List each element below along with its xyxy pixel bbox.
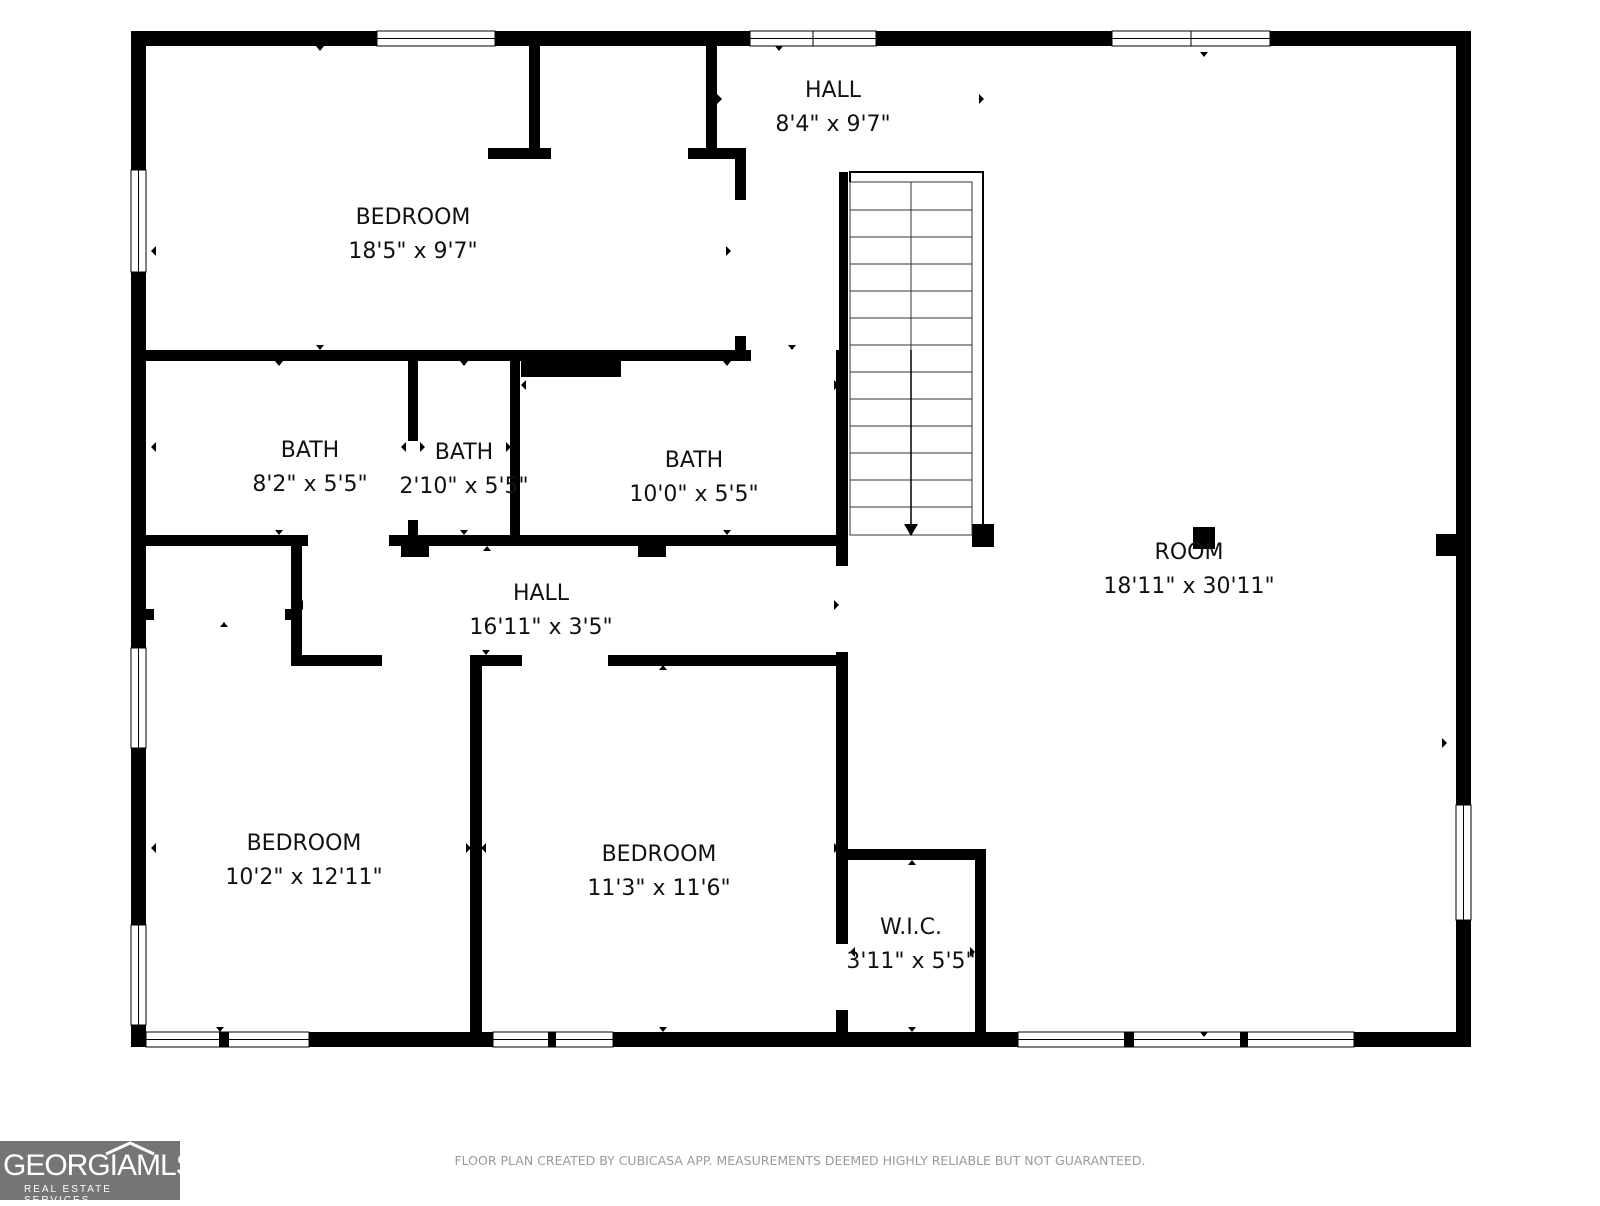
room-name: HALL bbox=[805, 78, 862, 103]
room-dimensions: 3'11" x 5'5" bbox=[846, 949, 975, 974]
footer-disclaimer: FLOOR PLAN CREATED BY CUBICASA APP. MEAS… bbox=[454, 1153, 1146, 1168]
column bbox=[972, 524, 994, 547]
column bbox=[1436, 534, 1458, 556]
wall bbox=[836, 1010, 848, 1032]
wall bbox=[408, 361, 418, 441]
room-labels: HALL 8'4" x 9'7" BEDROOM 18'5" x 9'7" BA… bbox=[225, 78, 1274, 974]
wall bbox=[401, 535, 429, 557]
wall bbox=[488, 148, 551, 159]
column bbox=[1193, 527, 1215, 549]
stair-rail bbox=[839, 172, 848, 352]
wall bbox=[735, 148, 746, 200]
room-name: BEDROOM bbox=[247, 831, 362, 856]
door-markers bbox=[151, 46, 1447, 1037]
wall bbox=[285, 609, 293, 620]
wall bbox=[521, 350, 621, 377]
room-name: BATH bbox=[665, 448, 723, 473]
room-name: BEDROOM bbox=[602, 842, 717, 867]
room-dimensions: 10'2" x 12'11" bbox=[225, 865, 382, 890]
logo-wordmark: GEORGIAMLS bbox=[3, 1149, 196, 1182]
wall bbox=[975, 849, 986, 1032]
wall bbox=[688, 148, 741, 159]
walls bbox=[131, 31, 1471, 1047]
wall bbox=[470, 655, 482, 1032]
room-dimensions: 11'3" x 11'6" bbox=[587, 876, 730, 901]
wall bbox=[470, 655, 522, 666]
room-dimensions: 18'11" x 30'11" bbox=[1103, 574, 1274, 599]
georgiamls-logo: GEORGIAMLS REAL ESTATE SERVICES bbox=[0, 1141, 196, 1206]
stair-arrow bbox=[904, 524, 918, 536]
wall bbox=[146, 535, 308, 546]
roof-icon bbox=[105, 1141, 155, 1156]
wall bbox=[529, 46, 540, 150]
room-dimensions: 8'4" x 9'7" bbox=[775, 112, 890, 137]
wall bbox=[510, 361, 520, 536]
room-dimensions: 8'2" x 5'5" bbox=[252, 472, 367, 497]
room-name: BATH bbox=[281, 438, 339, 463]
wall bbox=[146, 609, 154, 620]
outer-wall-left bbox=[131, 31, 146, 1047]
wall bbox=[735, 336, 746, 354]
wall bbox=[408, 520, 418, 545]
room-name: ROOM bbox=[1155, 540, 1224, 565]
wall bbox=[638, 535, 666, 557]
room-name: BEDROOM bbox=[356, 205, 471, 230]
wall bbox=[146, 350, 751, 361]
wall bbox=[706, 46, 717, 150]
wall bbox=[836, 849, 986, 860]
wall bbox=[836, 652, 848, 944]
wall bbox=[608, 655, 848, 666]
outer-wall-right bbox=[1456, 31, 1471, 1047]
wall bbox=[291, 655, 382, 666]
staircase bbox=[849, 171, 984, 536]
wall bbox=[389, 535, 848, 546]
room-dimensions: 18'5" x 9'7" bbox=[348, 239, 477, 264]
room-dimensions: 10'0" x 5'5" bbox=[629, 482, 758, 507]
logo-tagline: REAL ESTATE SERVICES bbox=[24, 1184, 112, 1206]
room-dimensions: 16'11" x 3'5" bbox=[469, 615, 612, 640]
wall bbox=[836, 350, 848, 566]
room-name: BATH bbox=[435, 440, 493, 465]
room-name: HALL bbox=[513, 581, 570, 606]
wall bbox=[291, 535, 302, 665]
room-dimensions: 2'10" x 5'5" bbox=[399, 474, 528, 499]
room-name: W.I.C. bbox=[880, 915, 942, 940]
